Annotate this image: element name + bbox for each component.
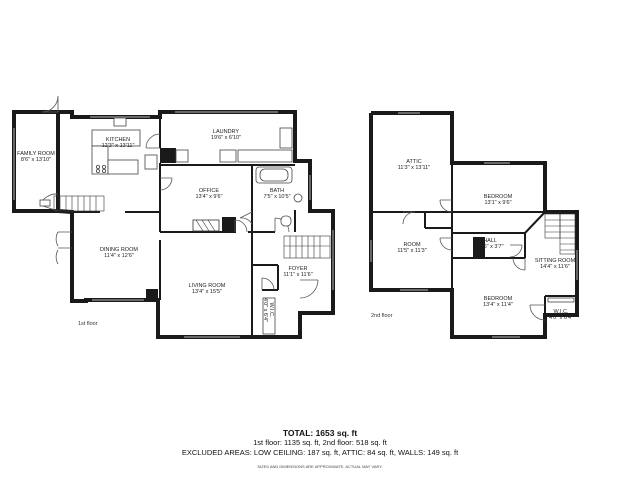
wall-pillar — [160, 148, 176, 163]
room-dimensions: 12'3" x 13'11" — [102, 143, 135, 149]
room-name: HALL — [483, 238, 497, 244]
room-dimensions: 13'4" x 15'5" — [192, 289, 222, 295]
room-dimensions: 13'1" x 9'6" — [484, 200, 511, 206]
room-dimensions: 11'3" x 13'11" — [398, 165, 430, 171]
closet-shelf — [262, 297, 276, 335]
room-name: ROOM — [403, 242, 421, 248]
room-name: W.I.C. — [554, 309, 569, 315]
floor-label-1: 1st floor — [78, 321, 98, 327]
room-name: BATH — [270, 188, 284, 194]
bath-fixtures — [255, 166, 303, 227]
kitchen-fixtures — [91, 117, 158, 175]
second-floor-windows — [370, 112, 578, 338]
closet-shelf — [547, 297, 575, 303]
room-name: BEDROOM — [484, 194, 513, 200]
first-floor-plan — [12, 95, 335, 339]
laundry-fixtures — [175, 127, 293, 163]
room-dimensions: 11'4" x 12'6" — [104, 253, 134, 259]
room-label-bath: BATH 7'5" x 10'5" — [263, 188, 290, 200]
first-floor-interior-walls — [72, 117, 296, 337]
excluded-areas: EXCLUDED AREAS: LOW CEILING: 187 sq. ft,… — [181, 448, 459, 457]
room-name: SITTING ROOM — [535, 258, 576, 264]
room-name: LAUNDRY — [213, 129, 240, 135]
fixture — [39, 199, 51, 207]
room-dimensions: 10'6" x 3'7" — [476, 244, 503, 250]
room-label-bedroom-2: BEDROOM 13'4" x 11'4" — [483, 296, 513, 308]
room-dimensions: 8'6" x 13'10" — [21, 157, 51, 163]
stairs — [283, 235, 331, 259]
room-name: FAMILY ROOM — [17, 151, 55, 157]
room-label-sitting: SITTING ROOM 14'4" x 11'6" — [535, 258, 576, 270]
room-dimensions: 11'1" x 11'6" — [283, 272, 312, 278]
room-dimensions: 4'0" x 6'4" — [262, 298, 268, 322]
floor-label-2: 2nd floor — [371, 313, 393, 319]
room-dimensions: 11'5" x 11'3" — [397, 248, 426, 254]
room-label-living: LIVING ROOM 13'4" x 15'5" — [189, 283, 226, 295]
stairs — [53, 195, 105, 212]
room-name: BEDROOM — [484, 296, 513, 302]
room-label-dining: DINING ROOM 11'4" x 12'6" — [100, 247, 138, 259]
fireplace — [192, 219, 220, 232]
room-dimensions: 14'4" x 11'6" — [540, 264, 570, 270]
disclaimer: SIZES AND DIMENSIONS ARE APPROXIMATE, AC… — [257, 464, 383, 469]
room-name: KITCHEN — [106, 137, 130, 143]
room-label-hall: HALL 10'6" x 3'7" — [476, 238, 503, 250]
room-label-room: ROOM 11'5" x 11'3" — [397, 242, 426, 254]
room-name: W.I.C. — [268, 303, 274, 318]
room-name: OFFICE — [199, 188, 219, 194]
room-label-wic-2: W.I.C. 4'0" x 6'4" — [549, 309, 573, 321]
first-floor-windows — [13, 111, 334, 338]
room-label-foyer: FOYER 11'1" x 11'6" — [283, 266, 312, 278]
wall-pillar — [222, 217, 236, 233]
second-floor-outer-wall — [369, 111, 579, 339]
total-area: TOTAL: 1653 sq. ft — [282, 428, 358, 438]
stairs — [544, 213, 576, 255]
room-name: DINING ROOM — [100, 247, 138, 253]
room-name: ATTIC — [406, 159, 422, 165]
first-floor-doors — [39, 95, 319, 299]
room-label-laundry: LAUNDRY 19'6" x 6'10" — [211, 129, 241, 141]
room-dimensions: 13'4" x 9'6" — [195, 194, 222, 200]
room-dimensions: 7'5" x 10'5" — [263, 194, 290, 200]
area-summary: TOTAL: 1653 sq. ft 1st floor: 1135 sq. f… — [0, 428, 640, 472]
room-label-office: OFFICE 13'4" x 9'6" — [195, 188, 222, 200]
room-name: LIVING ROOM — [189, 283, 226, 289]
room-label-kitchen: KITCHEN 12'3" x 13'11" — [102, 137, 135, 149]
room-label-attic: ATTIC 11'3" x 13'11" — [398, 159, 430, 171]
room-dimensions: 4'0" x 6'4" — [549, 315, 573, 321]
room-label-wic-1: W.I.C. 4'0" x 6'4" — [262, 298, 274, 322]
room-label-family: FAMILY ROOM 8'6" x 13'10" — [17, 151, 55, 163]
wall-pillar — [146, 289, 158, 301]
second-floor-doors — [402, 199, 546, 321]
wall-pillar — [473, 237, 485, 257]
room-label-bedroom-1: BEDROOM 13'1" x 9'6" — [484, 194, 513, 206]
room-dimensions: 13'4" x 11'4" — [483, 302, 513, 308]
floor-areas: 1st floor: 1135 sq. ft, 2nd floor: 518 s… — [253, 438, 387, 447]
room-dimensions: 19'6" x 6'10" — [211, 135, 241, 141]
second-floor-plan — [369, 111, 579, 339]
room-name: FOYER — [289, 266, 308, 272]
